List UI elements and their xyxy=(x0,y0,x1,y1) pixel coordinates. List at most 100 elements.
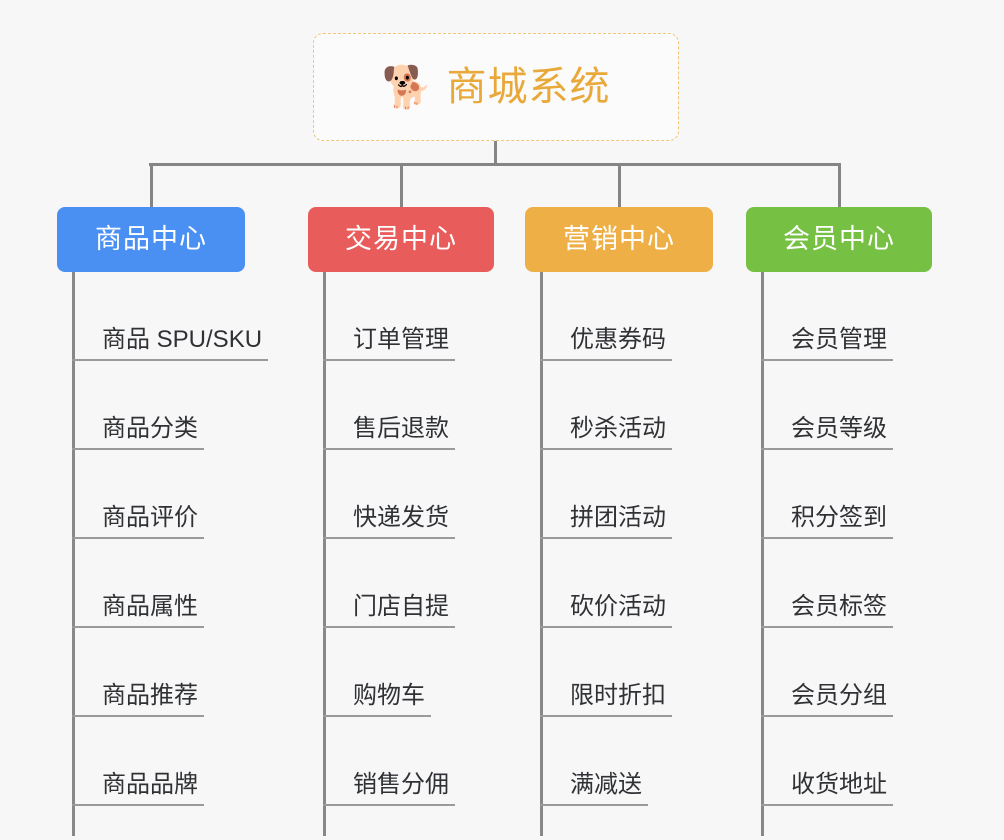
branch-column-product: 商品中心商品 SPU/SKU 商品分类商品评价商品属性商品推荐商品品牌 xyxy=(57,207,269,836)
leaf-label: 秒杀活动 xyxy=(570,414,666,442)
leaf-underline: 商品评价 xyxy=(72,503,204,539)
category-box-marketing[interactable]: 营销中心 xyxy=(525,207,713,272)
root-title: 商城系统 xyxy=(446,65,611,109)
leaf-item[interactable]: 商品 SPU/SKU xyxy=(72,272,269,361)
leaf-item[interactable]: 商品推荐 xyxy=(72,628,268,717)
leaf-underline: 会员分组 xyxy=(761,681,893,717)
category-label: 营销中心 xyxy=(563,224,675,254)
leaf-label: 商品推荐 xyxy=(102,681,198,709)
leaf-label: 商品 SPU/SKU xyxy=(102,325,263,353)
leaf-list-trade: 订单管理售后退款快递发货门店自提购物车销售分佣 xyxy=(323,272,455,806)
leaf-item[interactable]: 会员等级 xyxy=(761,361,893,450)
leaf-item[interactable]: 拼团活动 xyxy=(540,450,672,539)
leaf-underline: 会员标签 xyxy=(761,592,893,628)
leaf-underline: 满减送 xyxy=(540,770,648,806)
leaf-label: 销售分佣 xyxy=(353,770,449,798)
leaf-item[interactable]: 商品品牌 xyxy=(72,717,268,806)
leaf-item[interactable]: 砍价活动 xyxy=(540,539,672,628)
leaf-item[interactable]: 会员分组 xyxy=(761,628,893,717)
leaf-label: 拼团活动 xyxy=(570,503,666,531)
leaf-item[interactable]: 积分签到 xyxy=(761,450,893,539)
connector-drop-product xyxy=(150,163,153,208)
leaf-underline: 会员管理 xyxy=(761,325,893,361)
leaf-underline: 限时折扣 xyxy=(540,681,672,717)
connector-drop-member xyxy=(838,163,841,208)
leaf-list-marketing: 优惠券码秒杀活动拼团活动砍价活动限时折扣满减送 xyxy=(540,272,672,806)
connector-drop-marketing xyxy=(618,163,621,208)
column-spine-product xyxy=(72,272,75,836)
leaf-underline: 优惠券码 xyxy=(540,325,672,361)
category-label: 会员中心 xyxy=(783,224,895,254)
leaf-underline: 商品推荐 xyxy=(72,681,204,717)
leaf-item[interactable]: 会员管理 xyxy=(761,272,893,361)
leaf-item[interactable]: 收货地址 xyxy=(761,717,893,806)
leaf-item[interactable]: 会员标签 xyxy=(761,539,893,628)
leaf-label: 门店自提 xyxy=(353,592,449,620)
branch-column-marketing: 营销中心优惠券码秒杀活动拼团活动砍价活动限时折扣满减送 xyxy=(525,207,713,836)
leaf-underline: 购物车 xyxy=(323,681,431,717)
leaf-item[interactable]: 满减送 xyxy=(540,717,672,806)
leaf-underline: 收货地址 xyxy=(761,770,893,806)
category-box-trade[interactable]: 交易中心 xyxy=(308,207,494,272)
leaf-underline: 商品属性 xyxy=(72,592,204,628)
branch-column-trade: 交易中心订单管理售后退款快递发货门店自提购物车销售分佣 xyxy=(308,207,494,836)
leaf-item[interactable]: 商品分类 xyxy=(72,361,268,450)
leaf-item[interactable]: 门店自提 xyxy=(323,539,455,628)
leaf-item[interactable]: 限时折扣 xyxy=(540,628,672,717)
leaf-underline: 订单管理 xyxy=(323,325,455,361)
leaf-underline: 门店自提 xyxy=(323,592,455,628)
category-label: 交易中心 xyxy=(345,224,457,254)
column-spine-member xyxy=(761,272,764,836)
leaf-label: 商品属性 xyxy=(102,592,198,620)
leaf-label: 砍价活动 xyxy=(570,592,666,620)
category-box-product[interactable]: 商品中心 xyxy=(57,207,245,272)
connector-root-stem xyxy=(494,141,497,163)
leaf-underline: 砍价活动 xyxy=(540,592,672,628)
leaf-label: 购物车 xyxy=(353,681,425,709)
leaf-underline: 拼团活动 xyxy=(540,503,672,539)
leaf-underline: 销售分佣 xyxy=(323,770,455,806)
leaf-item[interactable]: 商品评价 xyxy=(72,450,268,539)
leaf-label: 订单管理 xyxy=(353,325,449,353)
leaf-item[interactable]: 购物车 xyxy=(323,628,455,717)
leaf-label: 会员分组 xyxy=(791,681,887,709)
leaf-label: 收货地址 xyxy=(791,770,887,798)
leaf-label: 优惠券码 xyxy=(570,325,666,353)
leaf-underline: 商品品牌 xyxy=(72,770,204,806)
column-spine-marketing xyxy=(540,272,543,836)
leaf-label: 限时折扣 xyxy=(570,681,666,709)
leaf-label: 商品分类 xyxy=(102,414,198,442)
leaf-underline: 积分签到 xyxy=(761,503,893,539)
leaf-item[interactable]: 订单管理 xyxy=(323,272,455,361)
leaf-underline: 秒杀活动 xyxy=(540,414,672,450)
leaf-underline: 会员等级 xyxy=(761,415,893,450)
leaf-item[interactable]: 快递发货 xyxy=(323,450,455,539)
shiba-dog-face-icon: 🐕 xyxy=(381,63,433,110)
leaf-label: 售后退款 xyxy=(353,414,449,442)
leaf-item[interactable]: 销售分佣 xyxy=(323,717,455,806)
connector-horizontal-bus xyxy=(149,163,840,166)
leaf-label: 积分签到 xyxy=(791,503,887,531)
leaf-underline: 商品分类 xyxy=(72,414,204,450)
column-spine-trade xyxy=(323,272,326,836)
category-label: 商品中心 xyxy=(95,224,207,254)
leaf-list-member: 会员管理会员等级积分签到会员标签会员分组收货地址 xyxy=(761,272,893,806)
branch-column-member: 会员中心会员管理会员等级积分签到会员标签会员分组收货地址 xyxy=(746,207,932,836)
leaf-label: 会员标签 xyxy=(791,592,887,620)
leaf-label: 快递发货 xyxy=(353,503,449,531)
leaf-underline: 商品 SPU/SKU xyxy=(72,325,269,361)
leaf-item[interactable]: 售后退款 xyxy=(323,361,455,450)
category-box-member[interactable]: 会员中心 xyxy=(746,207,932,272)
leaf-item[interactable]: 优惠券码 xyxy=(540,272,672,361)
leaf-list-product: 商品 SPU/SKU 商品分类商品评价商品属性商品推荐商品品牌 xyxy=(72,272,269,806)
root-node[interactable]: 🐕 商城系统 xyxy=(313,33,679,141)
leaf-underline: 快递发货 xyxy=(323,503,455,539)
leaf-item[interactable]: 商品属性 xyxy=(72,539,268,628)
leaf-label: 满减送 xyxy=(570,770,642,798)
leaf-underline: 售后退款 xyxy=(323,414,455,450)
leaf-item[interactable]: 秒杀活动 xyxy=(540,361,672,450)
leaf-label: 会员管理 xyxy=(791,325,887,353)
leaf-label: 商品品牌 xyxy=(102,770,198,798)
leaf-label: 商品评价 xyxy=(102,503,198,531)
